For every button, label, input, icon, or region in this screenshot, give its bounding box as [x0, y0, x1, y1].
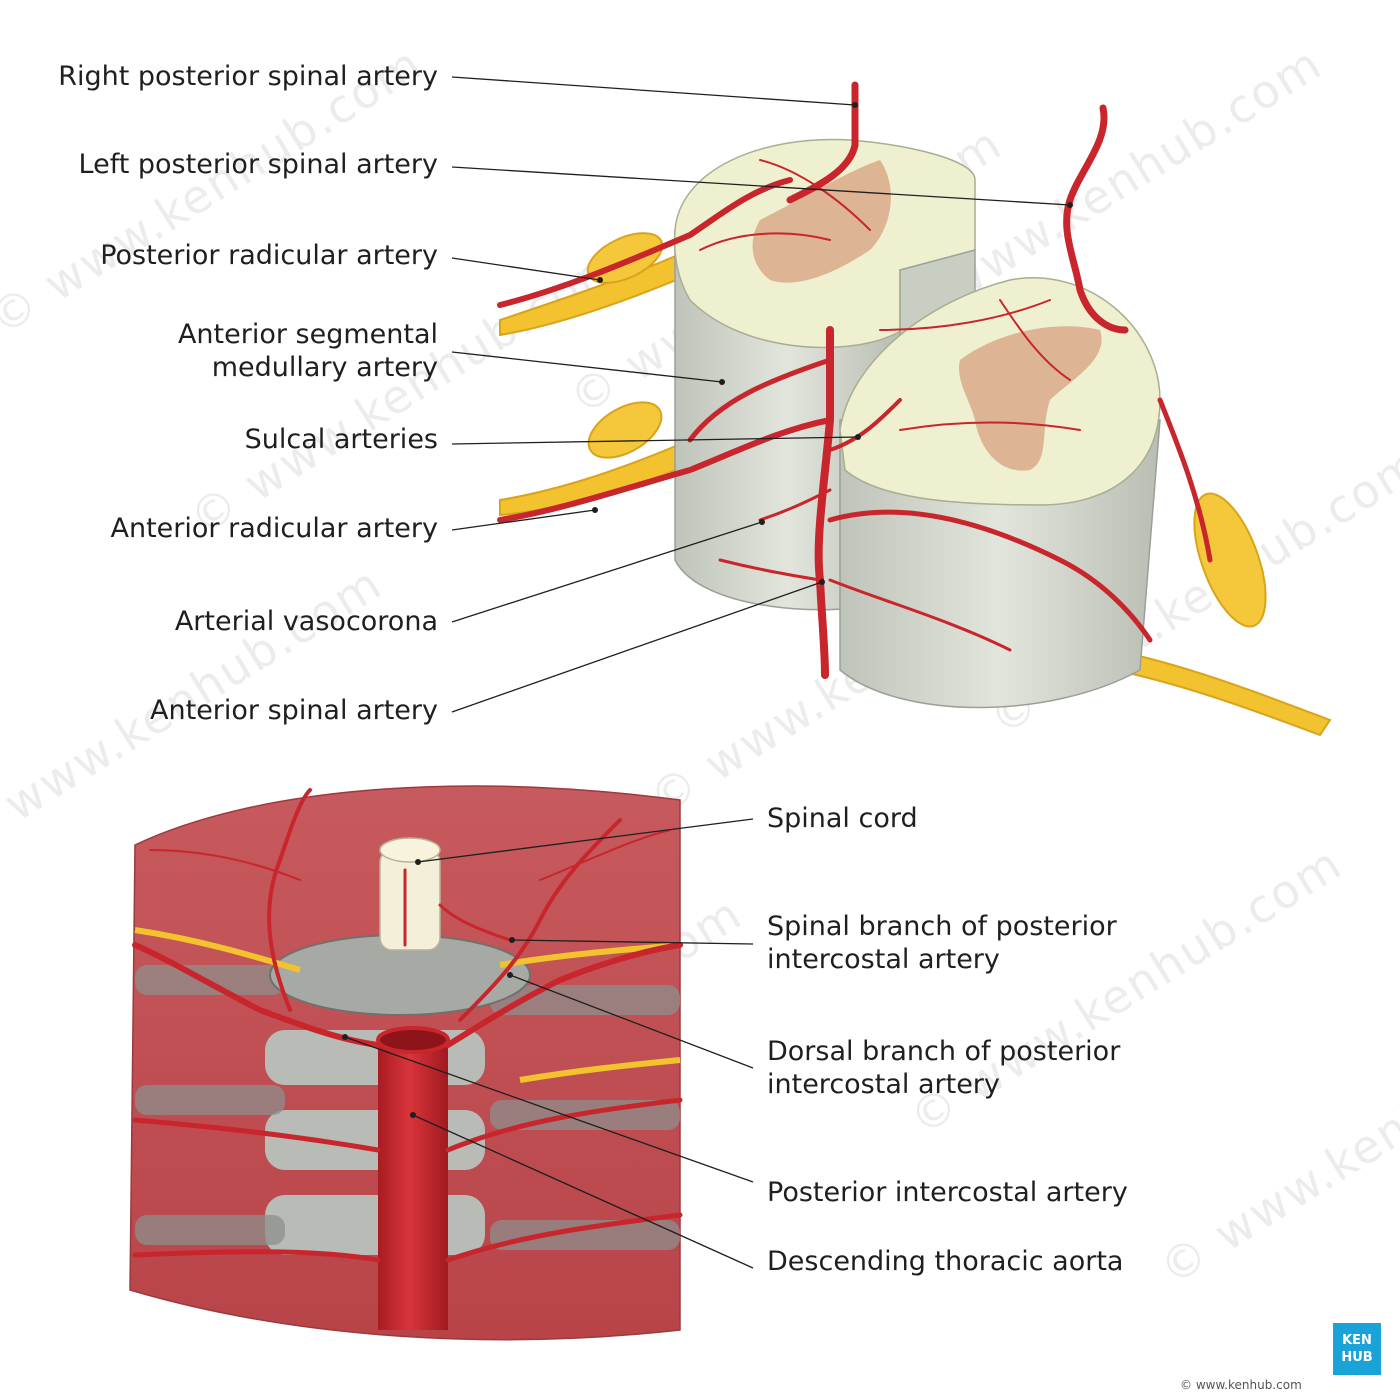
leader-dot [759, 519, 765, 525]
spinal-branch-vessel [438, 903, 512, 942]
label-dorsal-branch-line-2: intercostal artery [767, 1069, 1000, 1100]
label-anterior-segmental-line-2: medullary artery [211, 352, 438, 383]
leader-anterior-segmental [451, 351, 723, 383]
leader-dot [415, 859, 421, 865]
leader-vasocorona [451, 521, 763, 623]
leader-lines [344, 76, 1071, 1269]
posterior-radicular-artery-vessel [497, 177, 793, 308]
label-posterior-radicular-artery: Posterior radicular artery [100, 240, 438, 271]
intercostal-artery-lower-left [132, 1117, 381, 1153]
vertebral-body-3 [265, 1195, 485, 1255]
label-spinal-cord: Spinal cord [767, 803, 918, 834]
label-dorsal-branch-posterior-intercostal: Dorsal branch of posterior intercostal a… [767, 1035, 1120, 1101]
anterior-segmental-medullary-artery-vessel [687, 357, 833, 443]
vasocorona-branch-5 [1157, 397, 1213, 563]
surface-branch-2 [879, 299, 1051, 331]
vasocorona-branch-4 [718, 558, 822, 582]
vasocorona-branch-3 [828, 578, 1012, 652]
label-left-posterior-spinal-artery: Left posterior spinal artery [78, 149, 438, 180]
surface-branch-5 [999, 299, 1071, 381]
anterior-spinal-artery-vessel [814, 326, 834, 679]
spinal-cord-top [379, 837, 441, 863]
leader-dot [410, 1112, 416, 1118]
leader-anterior-radicular [451, 509, 596, 531]
thoracic-figure [129, 785, 683, 1341]
dorsal-branch-vessel [458, 818, 622, 1022]
leader-dots [342, 102, 1073, 1118]
muscular-branch-1 [149, 849, 301, 881]
label-descending-thoracic-aorta: Descending thoracic aorta [767, 1246, 1124, 1277]
label-posterior-intercostal-artery: Posterior intercostal artery [767, 1177, 1128, 1208]
vasocorona-branch-1 [758, 488, 832, 522]
vasocorona-branch-2 [827, 509, 1153, 643]
leader-dot [1067, 202, 1073, 208]
leader-dot [855, 434, 861, 440]
label-anterior-radicular-artery: Anterior radicular artery [110, 513, 438, 544]
artery-network-upper [497, 81, 1213, 679]
rib-left-2 [135, 1085, 285, 1115]
left-posterior-spinal-artery-vessel [1063, 104, 1129, 334]
right-posterior-spinal-artery-vessel [786, 81, 859, 204]
logo-line-1: KEN [1342, 1333, 1372, 1348]
spinal-cord-segment [379, 849, 441, 951]
label-sulcal-arteries: Sulcal arteries [244, 424, 438, 455]
muscular-branch-2 [539, 829, 671, 881]
label-spinal-branch-line-1: Spinal branch of posterior [767, 911, 1117, 942]
gray-matter-upper [752, 160, 891, 283]
intercostal-nerve-left [134, 927, 301, 973]
leader-dot [719, 379, 725, 385]
leader-spinal-cord [417, 818, 754, 863]
surface-branch-3 [899, 421, 1081, 431]
rib-left-3 [135, 1215, 285, 1245]
kenhub-logo: KEN HUB [1333, 1323, 1381, 1375]
rib-right-3 [490, 1220, 680, 1250]
label-dorsal-branch-line-1: Dorsal branch of posterior [767, 1036, 1121, 1067]
label-anterior-segmental-line-1: Anterior segmental [177, 319, 438, 350]
label-spinal-branch-line-2: intercostal artery [767, 944, 1000, 975]
leader-dot [592, 507, 598, 513]
rib-left-1 [135, 965, 285, 995]
intercostal-artery-bottom-left [132, 1249, 381, 1263]
gray-matter-lower [958, 326, 1102, 471]
leader-dot [342, 1034, 348, 1040]
label-arterial-vasocorona: Arterial vasocorona [174, 606, 438, 637]
leader-dot [507, 972, 513, 978]
leader-posterior-radicular [451, 257, 601, 281]
dorsal-root-ganglion-right [1193, 492, 1267, 628]
label-spinal-branch-posterior-intercostal: Spinal branch of posterior intercostal a… [767, 910, 1117, 976]
intercostal-artery-bottom-right [445, 1212, 683, 1263]
surface-branch-1 [699, 232, 831, 251]
label-anterior-segmental-medullary-artery: Anterior segmental medullary artery [178, 318, 438, 384]
leader-spinal-branch [511, 939, 754, 945]
descending-aorta-lumen [376, 1026, 450, 1054]
leader-anterior-spinal [451, 581, 823, 713]
descending-aorta-vessel [378, 1040, 448, 1330]
vertebral-body-1 [265, 1030, 485, 1085]
posterior-intercostal-artery-right-vessel [445, 942, 683, 1048]
leader-right-posterior-spinal [451, 76, 856, 106]
leader-dot [509, 937, 515, 943]
intercostal-nerve-right-2 [519, 1057, 681, 1083]
credit-text: © www.kenhub.com [1180, 1378, 1302, 1392]
anterior-radicular-artery-vessel [497, 417, 833, 523]
intercostal-artery-lower-right [445, 1097, 683, 1153]
leader-descending-aorta [412, 1114, 754, 1269]
cord-upper-figure [497, 81, 1332, 737]
label-right-posterior-spinal-artery: Right posterior spinal artery [58, 61, 438, 92]
logo-line-2: HUB [1341, 1350, 1373, 1365]
dorsal-root-ganglion-mid [587, 401, 663, 459]
leader-posterior-intercostal [344, 1036, 754, 1183]
label-anterior-spinal-artery: Anterior spinal artery [150, 695, 438, 726]
leader-dot [819, 579, 825, 585]
leader-dorsal-branch [509, 974, 754, 1069]
leader-dot [597, 277, 603, 283]
leader-dot [852, 102, 858, 108]
leader-sulcal [451, 436, 859, 445]
sulcal-artery-vessel [828, 398, 902, 452]
surface-branch-4 [759, 159, 871, 231]
leader-left-posterior-spinal [451, 166, 1071, 206]
